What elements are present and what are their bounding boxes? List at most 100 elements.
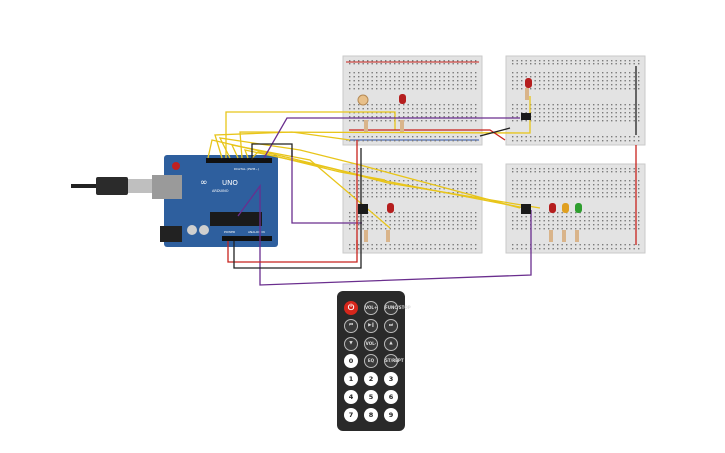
photoresistor[interactable]	[357, 94, 369, 106]
up-button[interactable]: ▲	[384, 337, 398, 351]
breadboard-hole	[579, 140, 581, 142]
digit-5-button[interactable]: 5	[364, 390, 378, 404]
ir-remote[interactable]: ⏻ VOL+ FUNC/STOP ⏮ ▶‖ ⏭ ▼ VOL- ▲ 0 EQ ST…	[337, 291, 411, 431]
breadboard-hole	[407, 136, 409, 138]
breadboard-hole	[512, 72, 514, 74]
breadboard-hole	[403, 84, 405, 86]
breadboard-hole	[566, 216, 568, 218]
breadboard-hole	[452, 216, 454, 218]
digit-6-button[interactable]: 6	[384, 390, 398, 404]
breadboard-hole	[452, 184, 454, 186]
breadboard-hole	[539, 60, 541, 62]
st-rept-button[interactable]: ST/REPT	[384, 354, 404, 368]
breadboard-hole	[434, 248, 436, 250]
digit-0-button[interactable]: 0	[344, 354, 358, 368]
play-pause-button[interactable]: ▶‖	[364, 319, 378, 333]
breadboard-hole	[516, 192, 518, 194]
breadboard-hole	[412, 140, 414, 142]
breadboard-hole	[362, 192, 364, 194]
led-red-top-left[interactable]	[399, 94, 406, 104]
breadboard-hole	[452, 80, 454, 82]
led-red-bottom-left[interactable]	[387, 203, 394, 213]
breadboard-hole	[385, 120, 387, 122]
breadboard-hole	[376, 108, 378, 110]
ir-receiver-bottom-left[interactable]	[358, 204, 368, 214]
breadboard-hole	[543, 220, 545, 222]
breadboard-hole	[566, 108, 568, 110]
breadboard-hole	[470, 108, 472, 110]
breadboard-hole	[389, 136, 391, 138]
power-button[interactable]: ⏻	[344, 301, 358, 315]
prev-button[interactable]: ⏮	[344, 319, 358, 333]
breadboard-hole	[624, 192, 626, 194]
vol-down-button[interactable]: VOL-	[364, 337, 378, 351]
func-stop-button[interactable]: FUNC/STOP	[384, 301, 411, 315]
digit-4-button[interactable]: 4	[344, 390, 358, 404]
breadboard-hole	[615, 188, 617, 190]
led-yellow-bottom-right[interactable]	[562, 203, 569, 213]
breadboard-hole	[570, 76, 572, 78]
breadboard-hole	[566, 192, 568, 194]
digit-1-button[interactable]: 1	[344, 372, 358, 386]
wires-purple[interactable]	[237, 117, 532, 286]
wires-red[interactable]	[227, 129, 637, 263]
breadboard-hole	[570, 228, 572, 230]
breadboard-hole	[624, 228, 626, 230]
breadboard-hole	[385, 76, 387, 78]
breadboard-hole	[421, 112, 423, 114]
breadboard-hole	[367, 244, 369, 246]
digit-8-button[interactable]: 8	[364, 408, 378, 422]
led-red-top-right[interactable]	[525, 78, 532, 88]
breadboard-hole	[398, 120, 400, 122]
breadboard-hole	[461, 136, 463, 138]
breadboard-hole	[525, 180, 527, 182]
led-red-bottom-right[interactable]	[549, 203, 556, 213]
breadboard-hole	[452, 84, 454, 86]
next-button[interactable]: ⏭	[384, 319, 398, 333]
breadboard-hole	[557, 168, 559, 170]
breadboard-hole	[602, 112, 604, 114]
breadboard-hole	[579, 244, 581, 246]
breadboard-hole	[539, 228, 541, 230]
breadboard-hole	[629, 116, 631, 118]
usb-cable[interactable]	[71, 177, 154, 195]
breadboard-hole	[398, 60, 400, 62]
digit-7-button[interactable]: 7	[344, 408, 358, 422]
breadboard-hole	[421, 140, 423, 142]
breadboard-hole	[380, 171, 382, 173]
breadboard-hole	[561, 84, 563, 86]
breadboard-hole	[358, 63, 360, 65]
breadboard-hole	[624, 108, 626, 110]
led-green-bottom-right[interactable]	[575, 203, 582, 213]
breadboard-hole	[470, 188, 472, 190]
breadboard-hole	[570, 104, 572, 106]
breadboard-hole	[539, 80, 541, 82]
breadboard-top-right[interactable]	[505, 55, 646, 146]
breadboard-hole	[385, 116, 387, 118]
breadboard-hole	[602, 120, 604, 122]
breadboard-hole	[380, 112, 382, 114]
resistors[interactable]	[364, 88, 579, 242]
breadboard-hole	[588, 60, 590, 62]
breadboard-hole	[367, 220, 369, 222]
digit-2-button[interactable]: 2	[364, 372, 378, 386]
breadboard-hole	[367, 76, 369, 78]
arduino-uno-board[interactable]	[152, 155, 278, 247]
down-button[interactable]: ▼	[344, 337, 358, 351]
breadboard-hole	[620, 168, 622, 170]
breadboard-hole	[362, 171, 364, 173]
breadboard-hole	[539, 168, 541, 170]
ir-receiver-bottom-right[interactable]	[521, 204, 531, 214]
breadboard-hole	[611, 104, 613, 106]
breadboard-hole	[606, 140, 608, 142]
breadboard-hole	[385, 108, 387, 110]
digit-9-button[interactable]: 9	[384, 408, 398, 422]
vol-up-button[interactable]: VOL+	[364, 301, 378, 315]
breadboard-hole	[512, 120, 514, 122]
digit-3-button[interactable]: 3	[384, 372, 398, 386]
breadboard-hole	[516, 80, 518, 82]
breadboard-hole	[561, 184, 563, 186]
eq-button[interactable]: EQ	[364, 354, 378, 368]
ir-receiver-top-right[interactable]	[521, 113, 531, 120]
